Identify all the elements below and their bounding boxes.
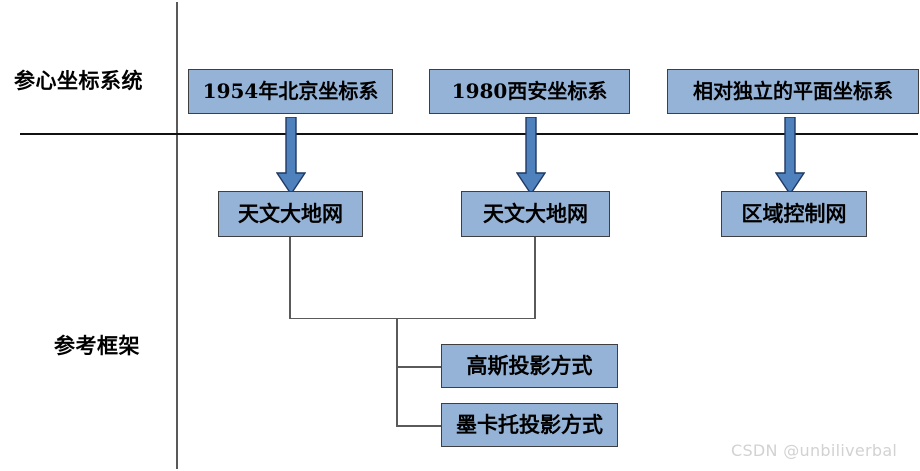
connector-branch-mercator — [396, 425, 442, 427]
connector-junction-bar — [289, 317, 536, 320]
node-independent-plane[interactable]: 相对独立的平面坐标系 — [667, 69, 919, 114]
node-astro-geodetic-net-2[interactable]: 天文大地网 — [461, 191, 610, 237]
connector-net1-drop — [289, 237, 291, 319]
arrow-beijing-to-net — [276, 117, 306, 195]
node-mercator-projection[interactable]: 墨卡托投影方式 — [441, 403, 618, 447]
connector-net2-drop — [534, 237, 536, 319]
node-regional-control-net[interactable]: 区域控制网 — [721, 191, 867, 237]
horizontal-divider — [20, 133, 918, 135]
connector-spine — [396, 317, 398, 427]
node-beijing-1954[interactable]: 1954年北京坐标系 — [188, 69, 393, 114]
node-astro-geodetic-net-1[interactable]: 天文大地网 — [218, 191, 363, 237]
node-xian-1980[interactable]: 1980西安坐标系 — [429, 69, 630, 114]
node-gauss-projection[interactable]: 高斯投影方式 — [441, 344, 618, 388]
arrow-independent-to-net — [775, 117, 805, 195]
arrow-xian-to-net — [516, 117, 546, 195]
category-label-reference-frame: 参考框架 — [54, 334, 140, 358]
vertical-divider — [176, 2, 178, 469]
category-label-geocentric: 参心坐标系统 — [14, 69, 143, 93]
connector-branch-gauss — [396, 366, 442, 368]
watermark-text: CSDN @unbiliverbal — [731, 441, 898, 460]
